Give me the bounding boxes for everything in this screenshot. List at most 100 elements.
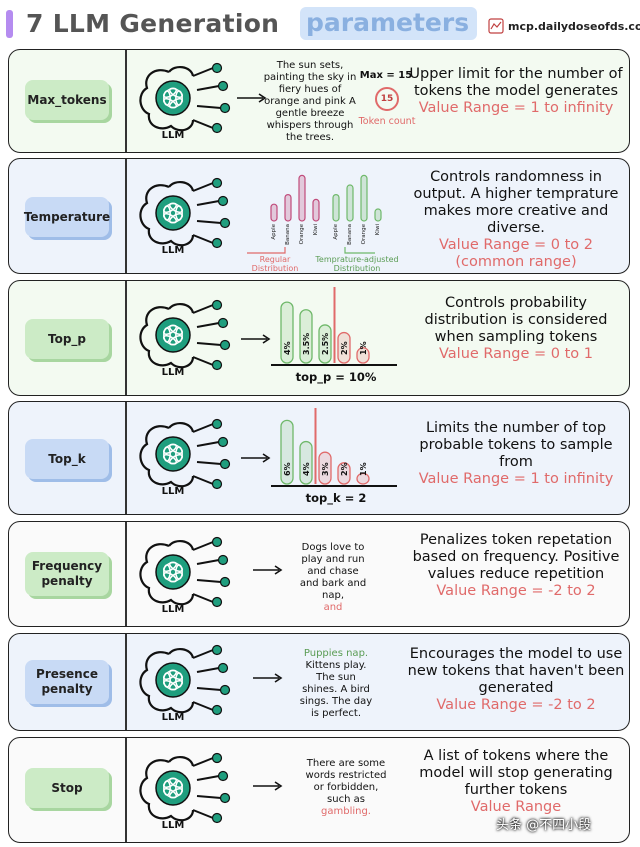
description-text: Limits the number of top probable tokens… [419, 420, 613, 470]
connector-line [196, 687, 222, 691]
node-dot [211, 62, 223, 74]
node-dot [219, 339, 231, 351]
value-range: Value Range = 1 to infinity [418, 100, 614, 116]
description-text: Encourages the model to use new tokens t… [407, 646, 625, 696]
node-dot [211, 704, 223, 716]
bar-percent-label: 2% [340, 462, 349, 476]
connector-line [196, 322, 220, 328]
connector-line [192, 475, 214, 485]
llm-core [155, 195, 191, 231]
node-dot [219, 102, 231, 114]
arrow-icon [241, 453, 271, 463]
node-dot [211, 359, 223, 371]
param-label: Top_p [25, 319, 109, 359]
core-petal [168, 561, 184, 573]
node-dot [217, 317, 229, 329]
token-bar [280, 301, 294, 364]
llm-brain-icon: LLM [139, 418, 231, 497]
bar-percent-label: 6% [283, 462, 292, 476]
node-dot [211, 299, 223, 311]
node-dot [211, 536, 223, 548]
core-petal [168, 324, 184, 336]
llm-icon: LLM [135, 640, 245, 726]
value-range: Value Range = 0 to 2 (common range) [439, 237, 593, 270]
node-dot [211, 237, 223, 249]
row-frequency-penalty: Frequency penalty LLM Dogs love to play … [8, 521, 630, 627]
adjusted-word-label: Banana [347, 224, 353, 245]
llm-brain-icon: LLM [139, 536, 231, 615]
connector-line [192, 182, 214, 192]
core-petal [168, 669, 184, 681]
description-text: A list of tokens where the model will st… [419, 748, 613, 798]
brain-outline [168, 648, 195, 659]
brain-outline [139, 543, 195, 606]
example-text-body: Kittens play. The sun shines. A bird sin… [299, 660, 373, 719]
site-logo-icon [488, 18, 504, 34]
llm-icon: LLM [135, 414, 245, 500]
regular-bar [270, 203, 278, 222]
connector-line [196, 579, 222, 583]
llm-icon: LLM [135, 173, 245, 259]
bar-percent-label: 1% [359, 341, 368, 355]
llm-brain-icon: LLM [139, 299, 231, 378]
divider [125, 522, 127, 626]
param-label: Temperature [24, 197, 110, 237]
brain-outline [139, 306, 195, 369]
description: Penalizes token repetation based on freq… [405, 532, 627, 600]
llm-icon: LLM [135, 532, 245, 618]
node-dot [217, 436, 229, 448]
node-dot [219, 576, 231, 588]
watermark: 头条 @不四小段 [496, 818, 592, 833]
token-bar [337, 331, 351, 364]
param-label: Frequency penalty [25, 552, 109, 596]
llm-icon: LLM [135, 58, 245, 144]
description: Encourages the model to use new tokens t… [405, 646, 627, 714]
llm-core [155, 554, 191, 590]
llm-label: LLM [162, 820, 185, 831]
param-label: Max_tokens [25, 80, 109, 120]
llm-brain-icon: LLM [139, 644, 231, 723]
regular-word-label: Orange [299, 223, 305, 244]
title-highlight: parameters [300, 7, 478, 40]
node-dot [217, 80, 229, 92]
adjusted-caption: Temprature-adjusted Distribution [315, 255, 399, 273]
stop-word: gambling. [321, 806, 371, 817]
node-dot [211, 596, 223, 608]
value-range: Value Range [470, 799, 562, 815]
site-url: mcp.dailydoseofds.com [508, 20, 640, 33]
description-text: Upper limit for the number of tokens the… [409, 66, 623, 99]
llm-core [155, 80, 191, 116]
repeated-token: and [323, 602, 343, 613]
connector-line [192, 356, 214, 366]
node-dot [211, 478, 223, 490]
description: Controls probability distribution is con… [405, 295, 627, 363]
regular-caption: Regular Distribution [251, 255, 299, 273]
accent-bar [6, 10, 13, 38]
example-text-body: Dogs love to play and run and chase and … [299, 542, 367, 601]
max-label: Max = 15 [359, 70, 413, 81]
arrow-icon [253, 565, 283, 575]
connector-line [192, 541, 214, 551]
connector-line [196, 441, 220, 447]
value-range: Value Range = 0 to 1 [439, 346, 593, 362]
regular-bar [298, 174, 306, 222]
llm-brain-icon: LLM [139, 752, 231, 831]
bar-percent-label: 3% [321, 462, 330, 476]
brain-outline [168, 66, 195, 77]
connector-line [192, 67, 214, 77]
regular-bar [312, 198, 320, 222]
llm-label: LLM [162, 486, 185, 497]
adjusted-bar [374, 208, 382, 222]
connector-line [192, 234, 214, 244]
adjusted-word-label: Orange [361, 223, 367, 244]
bar-percent-label: 3.5% [302, 333, 311, 355]
regular-bar [284, 194, 292, 222]
arrow-icon [241, 334, 271, 344]
arrow-icon [237, 93, 267, 103]
token-bar [318, 451, 332, 485]
brain-outline [139, 69, 195, 132]
top-p-chart: 4%3.5%2.5%2%1% [271, 287, 397, 366]
node-dot [217, 195, 229, 207]
llm-label: LLM [162, 367, 185, 378]
